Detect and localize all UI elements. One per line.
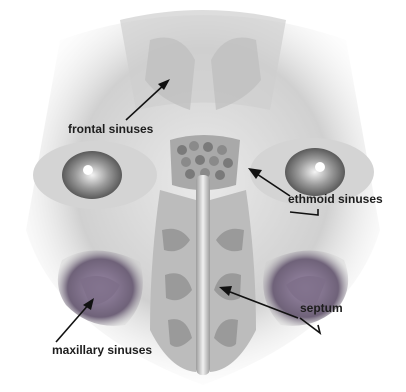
left-maxillary-sinus	[58, 250, 143, 325]
frontal-sinuses-label: frontal sinuses	[68, 122, 154, 136]
maxillary-sinuses-label: maxillary sinuses	[52, 343, 152, 357]
septum-label: septum	[300, 301, 343, 315]
left-eye	[33, 141, 157, 209]
ethmoid-sinuses-label: ethmoid sinuses	[288, 192, 383, 206]
septum-structure	[196, 175, 210, 375]
